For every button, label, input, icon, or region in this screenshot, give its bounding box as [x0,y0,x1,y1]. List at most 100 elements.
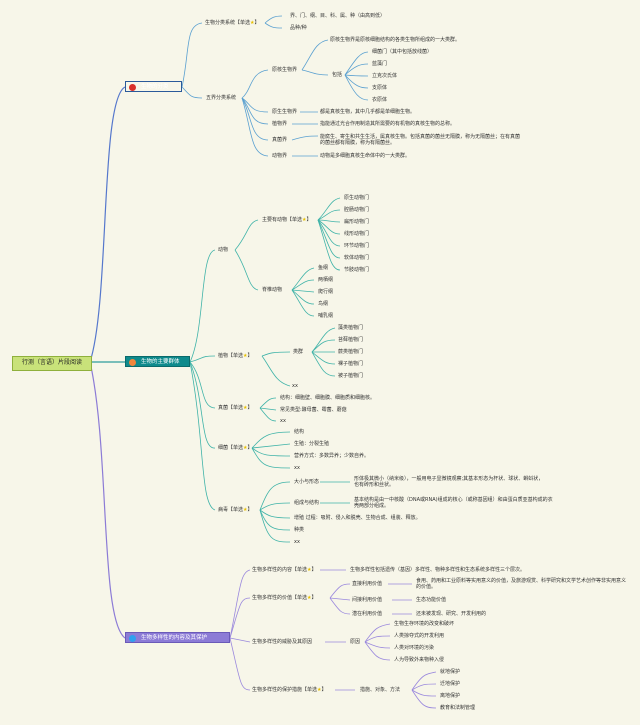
star-icon: ★ [243,507,248,513]
node-invertebrate-item[interactable]: 线形动物门 [344,231,370,237]
node-fungi-item[interactable]: 常见类型:酵母菌、霉菌、蘑菇 [280,407,347,413]
node-diversity-value[interactable]: 生物多样性的价值【单选★】 [252,595,317,601]
node-virus-size-desc[interactable]: 形体极其微小（纳米级），一般用电子显微镜观察;其基本形态为杆状、球状、蝌蚪状，也… [354,476,544,488]
node-empty[interactable]: xx [280,418,286,424]
node-virus-size[interactable]: 大小与形态 [294,479,320,485]
node-reason[interactable]: 原因 [350,639,361,645]
node-prokaryote-item[interactable]: 细菌门（其中包括放线菌） [372,49,433,55]
node-plant-desc[interactable]: 指能通过光合作用制造其所需要的有机物的真核生物的总称。 [320,121,456,127]
node-vertebrate-item[interactable]: 两栖纲 [318,277,334,283]
node-invertebrate-item[interactable]: 软体动物门 [344,255,370,261]
node-protist-desc[interactable]: 都是真核生物，其中几乎都是单细胞生物。 [320,109,416,115]
node-plant-item[interactable]: 苔藓植物门 [338,337,364,343]
node-measures[interactable]: 措施、对象、方法 [360,687,401,693]
node-five-kingdoms[interactable]: 五界分类系统 [206,95,237,101]
node-invertebrate-item[interactable]: 扁形动物门 [344,219,370,225]
branch-label: 生物多样性的内容及其保护 [141,635,208,641]
star-icon: ★ [250,20,255,26]
node-invertebrate-item[interactable]: 腔肠动物门 [344,207,370,213]
node-invertebrate[interactable]: 主要有动物【单选★】 [262,217,312,223]
node-prokaryote-item[interactable]: 立克次氏体 [372,73,398,79]
node-species[interactable]: 品种/种 [290,25,307,31]
node-invertebrate-item[interactable]: 环节动物门 [344,243,370,249]
node-plant[interactable]: 植物界 [272,121,288,127]
node-fungi-desc[interactable]: 能腐生、寄生和共生生活，属真核生物。包括真菌的菌丝无隔膜，称为无隔菌丝；在有真菌… [320,134,521,146]
node-prokaryote-item[interactable]: 支原体 [372,85,388,91]
node-indirect-value-desc[interactable]: 生态功能价值 [416,597,447,603]
node-fungi-group[interactable]: 真菌【单选★】 [218,405,253,411]
node-fungi-item[interactable]: 结构：细胞壁、细胞膜、细胞质和细胞核。 [280,395,376,401]
node-reason-item[interactable]: 人类对环境的污染 [394,645,435,651]
branch-classification[interactable]: 生物的分类 [125,81,182,92]
node-measure-item[interactable]: 迁地保护 [440,681,461,687]
node-indirect-value[interactable]: 间接利用价值 [352,597,383,603]
star-icon: ★ [307,567,312,573]
node-bacteria-group[interactable]: 细菌【单选★】 [218,445,253,451]
node-direct-value[interactable]: 直接利用价值 [352,581,383,587]
node-vertebrate-item[interactable]: 鸟纲 [318,301,329,307]
node-animal[interactable]: 动物界 [272,153,288,159]
node-bacteria-item[interactable]: 结构 [294,429,305,435]
node-vertebrate-item[interactable]: 爬行纲 [318,289,334,295]
node-classification-system[interactable]: 生物分类系统【单选★】 [205,20,260,26]
node-plant-item[interactable]: 裸子植物门 [338,361,364,367]
node-plant-item[interactable]: 蕨类植物门 [338,349,364,355]
node-virus-item[interactable]: 增殖 过程：吸附、侵入和脱壳、生物合成、组装、释放。 [294,515,421,521]
node-bacteria-item[interactable]: 营养方式：多数异养；少数自养。 [294,453,370,459]
node-potential-value[interactable]: 潜在利用价值 [352,611,383,617]
node-vertebrate-item[interactable]: 哺乳纲 [318,313,334,319]
node-vertebrate-item[interactable]: 鱼纲 [318,265,329,271]
star-icon: ★ [243,445,248,451]
node-prokaryote[interactable]: 原核生物界 [272,67,298,73]
node-diversity-content[interactable]: 生物多样性的内容【单选★】 [252,567,317,573]
node-empty[interactable]: xx [292,383,298,389]
node-empty[interactable]: xx [294,539,300,545]
node-vertebrate[interactable]: 脊椎动物 [262,287,283,293]
node-protist[interactable]: 原生生物界 [272,109,298,115]
node-animal-group[interactable]: 动物 [218,247,229,253]
node-plant-group[interactable]: 植物【单选★】 [218,353,253,359]
node-empty[interactable]: xx [294,465,300,471]
node-animal-desc[interactable]: 动物是多细胞真核生命体中的一大类群。 [320,153,411,159]
node-virus-item[interactable]: 种类 [294,527,305,533]
node-virus-struct-desc[interactable]: 基本结构是由一中核酸（DNA或RNA)组成的核心（或称基因组）和由蛋白质亚基构成… [354,497,553,509]
node-plant-item[interactable]: 藻类植物门 [338,325,364,331]
node-levels[interactable]: 界、门、纲、目、科、属、种（由高到低） [290,13,386,19]
branch-main-groups[interactable]: 生物的主要群体 [125,356,190,367]
node-prokaryote-desc[interactable]: 原核生物界是原核细胞结构的各类生物所组成的一大类群。 [330,37,461,43]
node-potential-value-desc[interactable]: 还未被发现、研究、开发利用的 [416,611,487,617]
node-includes[interactable]: 包括 [332,72,343,78]
node-invertebrate-item[interactable]: 原生动物门 [344,195,370,201]
branch-label: 生物的分类 [141,84,169,90]
node-virus-struct[interactable]: 组成与结构 [294,500,320,506]
star-icon: ★ [243,353,248,359]
node-reason-item[interactable]: 人类掠夺式的开发利用 [394,633,445,639]
node-diversity-threat[interactable]: 生物多样性的威胁及其原因 [252,639,313,645]
node-plant-item[interactable]: 被子植物门 [338,373,364,379]
node-bacteria-item[interactable]: 生殖：分裂生殖 [294,441,330,447]
blue-circle-icon [129,634,136,642]
star-icon: ★ [302,217,307,223]
node-prokaryote-item[interactable]: 蓝藻门 [372,61,388,67]
root-topic[interactable]: 行测（言语）片段阅读 [12,356,92,371]
orange-circle-icon [129,358,136,366]
star-icon: ★ [317,687,322,693]
branch-label: 生物的主要群体 [141,359,180,365]
node-measure-item[interactable]: 离地保护 [440,693,461,699]
red-circle-icon [129,83,136,91]
node-plant-class[interactable]: 类群 [293,349,304,355]
node-invertebrate-item[interactable]: 节肢动物门 [344,267,370,273]
branch-diversity[interactable]: 生物多样性的内容及其保护 [125,632,230,643]
node-prokaryote-item[interactable]: 衣原体 [372,97,388,103]
node-reason-item[interactable]: 人为导致外来物种入侵 [394,657,445,663]
node-diversity-protect[interactable]: 生物多样性的保护措施【单选★】 [252,687,327,693]
node-measure-item[interactable]: 教育和法制管理 [440,705,476,711]
node-virus-group[interactable]: 病毒【单选★】 [218,507,253,513]
node-fungi[interactable]: 真菌界 [272,137,288,143]
star-icon: ★ [243,405,248,411]
node-reason-item[interactable]: 生物生存环境的改变和破坏 [394,621,455,627]
node-measure-item[interactable]: 就地保护 [440,669,461,675]
node-direct-value-desc[interactable]: 食用、药用和工业原料等实用意义的价值，及旅游观赏、科学研究和文学艺术创作等非实用… [416,578,627,590]
node-diversity-content-desc[interactable]: 生物多样性包括遗传（基因）多样性、物种多样性和生态系统多样性三个层次。 [350,567,526,573]
